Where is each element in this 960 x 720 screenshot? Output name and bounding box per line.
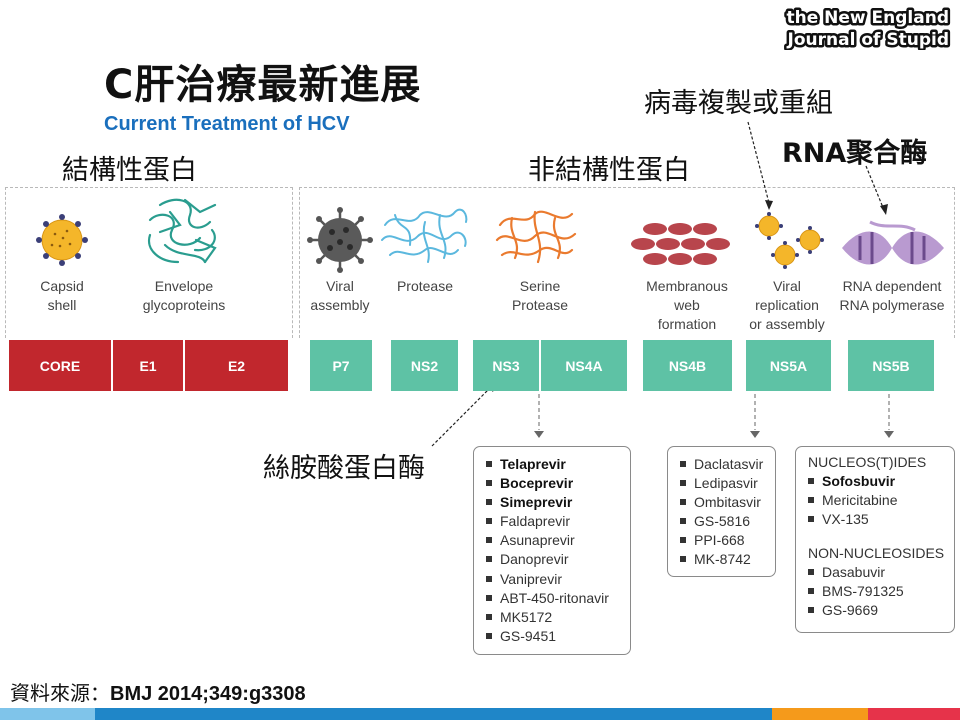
gene-p7: P7 [310,340,372,391]
source-reference: BMJ 2014;349:g3308 [110,683,306,705]
envelope-glycoprotein-icon [147,198,217,264]
drug-item: Mericitabine [808,491,954,510]
bottom-bar-blue [95,708,772,720]
capsid-icon [36,214,88,266]
ns5a-drug-list: Daclatasvir Ledipasvir Ombitasvir GS-581… [668,447,775,570]
gene-e1: E1 [113,340,183,391]
drug-item: Ombitasvir [680,493,775,512]
drug-item: GS-9451 [486,627,630,646]
structural-proteins-label: 結構性蛋白 [62,155,197,186]
bottom-bar-orange [772,708,868,720]
serine-protease-label: 絲胺酸蛋白酶 [263,453,425,484]
protease-icon [381,208,468,263]
page-subtitle: Current Treatment of HCV [104,113,350,135]
gene-e2: E2 [185,340,288,391]
ns5b-nucleos-list: Sofosbuvir Mericitabine VX-135 [808,472,954,529]
replication-label: 病毒複製或重組 [644,88,833,119]
logo-line1-fill: the New England [786,8,949,28]
drug-connectors [538,394,890,430]
page-title: C肝治療最新進展 [104,62,422,108]
logo-line2: Journal of Stupid [787,30,949,50]
drug-item: Danoprevir [486,550,630,569]
drug-item: ABT-450-ritonavir [486,589,630,608]
drug-item: PPI-668 [680,531,775,550]
journal-logo: the New England the New England Journal … [784,6,952,51]
ns3-drug-list: Telaprevir Boceprevir Simeprevir Faldapr… [474,447,630,646]
drug-item: GS-5816 [680,512,775,531]
viral-assembly-icon [307,207,373,273]
viral-replication-icon [755,212,824,269]
logo-line1: the New England [786,8,949,28]
drug-item: Telaprevir [486,455,630,474]
nonstructural-proteins-label: 非結構性蛋白 [528,155,690,186]
gene-ns5b: NS5B [848,340,934,391]
gene-ns2: NS2 [391,340,458,391]
bottom-bar-red [868,708,960,720]
source-citation: 資料來源：BMJ 2014;349:g3308 [10,677,306,706]
bottom-bar-light [0,708,95,720]
rna-polymerase-label: RNA聚合酶 [782,138,928,169]
logo-line2-fill: Journal of Stupid [787,30,949,50]
drug-item: MK-8742 [680,550,775,569]
drug-item: Sofosbuvir [808,472,954,491]
serine-protease-icon [495,210,577,264]
drug-item: Dasabuvir [808,563,954,582]
drug-item: Vaniprevir [486,570,630,589]
drug-item: VX-135 [808,510,954,529]
structural-group-box [5,187,293,338]
drug-item: MK5172 [486,608,630,627]
drug-item: Daclatasvir [680,455,775,474]
non-nucleoside-heading: NON-NUCLEOSIDES [808,545,945,562]
gene-ns3: NS3 [473,340,539,391]
ns5b-non-nucleos-list: Dasabuvir BMS-791325 GS-9669 [808,563,954,620]
drug-connector-heads [534,431,894,438]
drug-item: Ledipasvir [680,474,775,493]
ns3-drug-box: Telaprevir Boceprevir Simeprevir Faldapr… [473,446,631,655]
drug-item: GS-9669 [808,601,954,620]
gene-ns4a: NS4A [541,340,627,391]
nonstructural-group-box [299,187,955,338]
ns5b-drug-box: NUCLEOS(T)IDES Sofosbuvir Mericitabine V… [795,446,955,633]
annotation-arrows [431,121,885,447]
gene-core: CORE [9,340,111,391]
drug-item: Simeprevir [486,493,630,512]
gene-ns5a: NS5A [746,340,831,391]
drug-item: Asunaprevir [486,531,630,550]
drug-item: Faldaprevir [486,512,630,531]
protein-label-protease: Protease [396,278,454,294]
nucleotide-heading: NUCLEOS(T)IDES [808,454,927,470]
drug-item: BMS-791325 [808,582,954,601]
rna-polymerase-icon [842,220,944,265]
ns5a-drug-box: Daclatasvir Ledipasvir Ombitasvir GS-581… [667,446,776,577]
source-label: 資料來源： [10,681,110,705]
drug-item: Boceprevir [486,474,630,493]
gene-ns4b: NS4B [643,340,732,391]
membranous-web-icon [631,223,730,265]
